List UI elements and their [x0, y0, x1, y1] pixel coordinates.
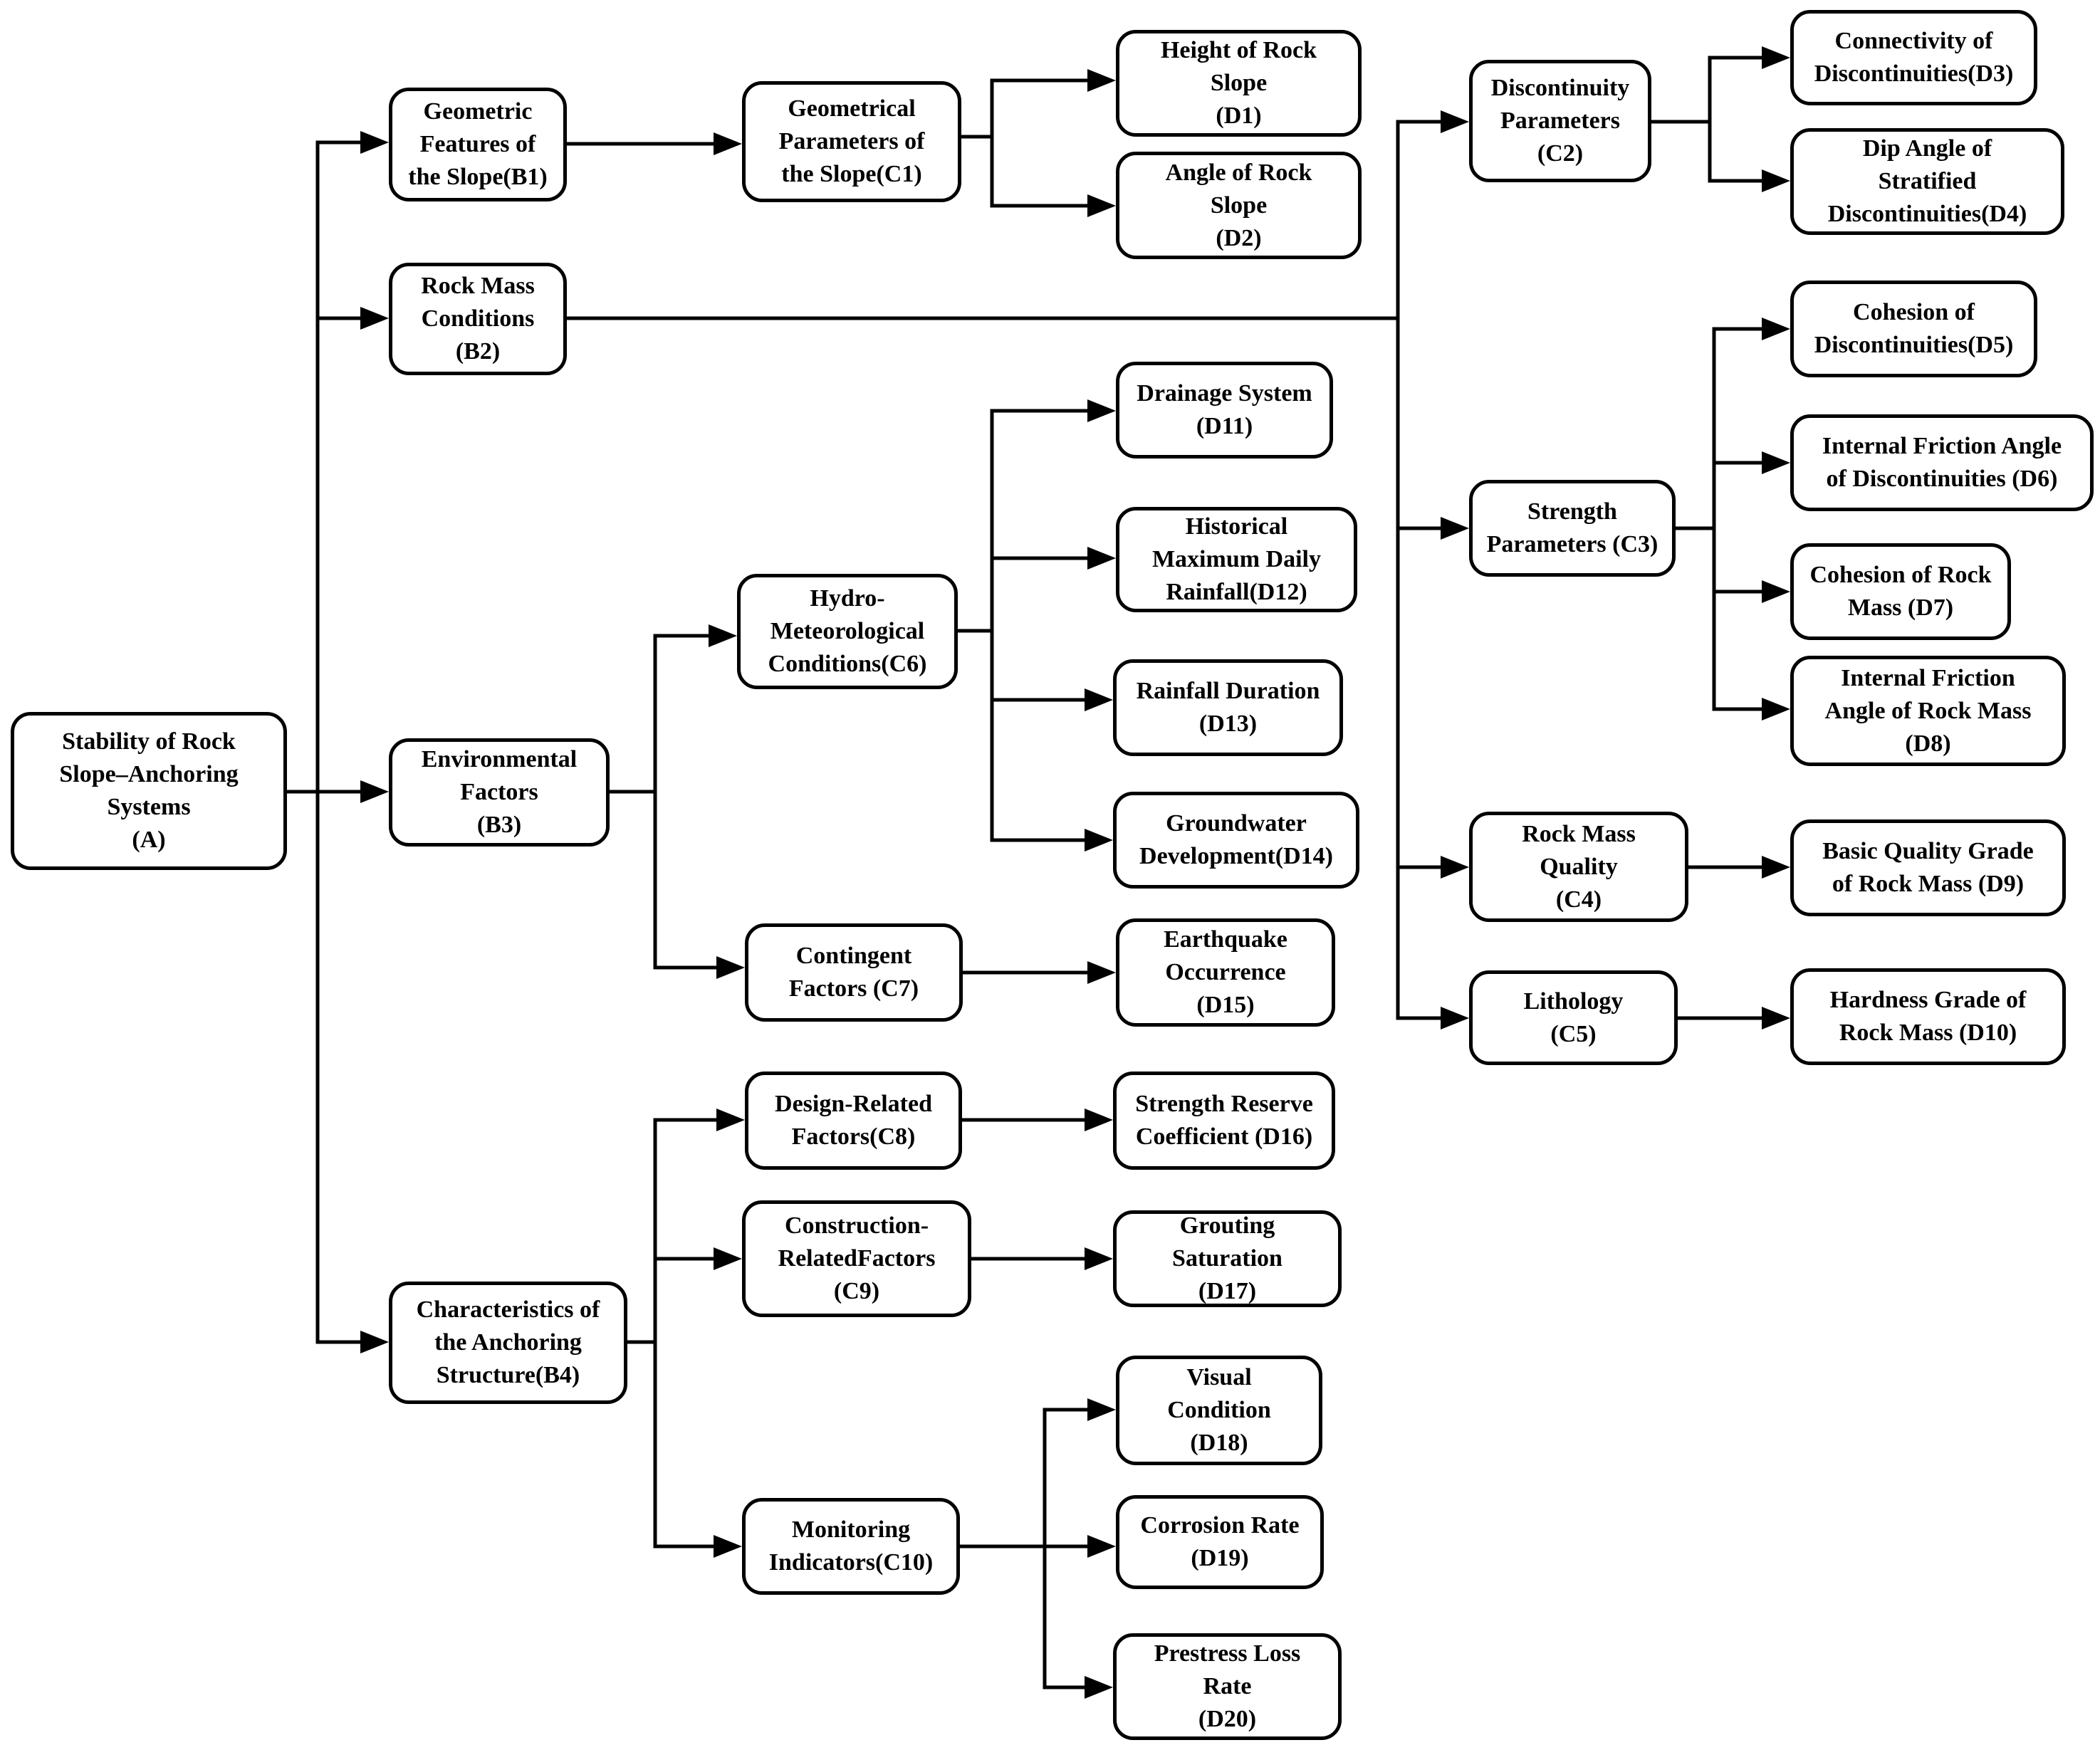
arrowhead	[1085, 1109, 1113, 1131]
node-D12: Historical Maximum Daily Rainfall(D12)	[1116, 507, 1357, 612]
arrowhead	[1762, 318, 1790, 340]
arrowhead	[716, 1109, 745, 1131]
node-D18: Visual Condition (D18)	[1116, 1356, 1322, 1465]
node-D5: Cohesion of Discontinuities(D5)	[1790, 281, 2037, 377]
arrowhead	[1762, 1007, 1790, 1029]
arrowhead	[1085, 829, 1113, 852]
arrowhead	[1441, 517, 1469, 540]
node-D10: Hardness Grade of Rock Mass (D10)	[1790, 968, 2066, 1065]
arrowhead	[360, 131, 389, 154]
node-C2: Discontinuity Parameters (C2)	[1469, 60, 1651, 182]
arrowhead	[1087, 194, 1116, 217]
arrowhead	[360, 780, 389, 803]
node-D4: Dip Angle of Stratified Discontinuities(…	[1790, 128, 2064, 235]
arrowhead	[1762, 580, 1790, 603]
arrowhead	[714, 132, 742, 155]
arrowhead	[714, 1535, 742, 1558]
arrowhead	[1441, 110, 1469, 133]
arrowhead	[1087, 69, 1116, 92]
node-D2: Angle of Rock Slope (D2)	[1116, 152, 1362, 259]
node-D8: Internal Friction Angle of Rock Mass (D8…	[1790, 656, 2066, 766]
node-C10: Monitoring Indicators(C10)	[742, 1498, 960, 1595]
arrowhead	[1441, 1007, 1469, 1029]
arrowhead	[1762, 169, 1790, 192]
node-B3: Environmental Factors (B3)	[389, 738, 610, 847]
arrowhead	[1087, 961, 1116, 984]
node-C4: Rock Mass Quality (C4)	[1469, 812, 1688, 922]
arrowhead	[709, 624, 737, 647]
arrowhead	[1085, 1676, 1113, 1699]
node-D15: Earthquake Occurrence (D15)	[1116, 918, 1335, 1027]
arrowhead	[1085, 1247, 1113, 1270]
arrowhead	[1087, 1398, 1116, 1421]
node-D6: Internal Friction Angle of Discontinuiti…	[1790, 414, 2094, 511]
node-B1: Geometric Features of the Slope(B1)	[389, 88, 567, 201]
node-A: Stability of Rock Slope–Anchoring System…	[11, 712, 287, 870]
arrowhead	[1762, 46, 1790, 69]
node-D17: Grouting Saturation (D17)	[1113, 1210, 1342, 1307]
node-C7: Contingent Factors (C7)	[745, 923, 963, 1022]
arrowhead	[360, 1331, 389, 1353]
node-B2: Rock Mass Conditions (B2)	[389, 263, 567, 375]
node-D16: Strength Reserve Coefficient (D16)	[1113, 1072, 1335, 1170]
node-D3: Connectivity of Discontinuities(D3)	[1790, 10, 2037, 105]
node-D9: Basic Quality Grade of Rock Mass (D9)	[1790, 819, 2066, 916]
node-D7: Cohesion of Rock Mass (D7)	[1790, 543, 2011, 640]
arrowhead	[1762, 856, 1790, 879]
node-D11: Drainage System (D11)	[1116, 362, 1333, 459]
node-D14: Groundwater Development(D14)	[1113, 792, 1359, 889]
arrowhead	[1087, 1535, 1116, 1558]
node-D19: Corrosion Rate (D19)	[1116, 1495, 1324, 1589]
arrowhead	[1085, 688, 1113, 711]
arrowhead	[1087, 399, 1116, 422]
node-C8: Design-Related Factors(C8)	[745, 1072, 962, 1170]
node-D13: Rainfall Duration (D13)	[1113, 659, 1343, 756]
node-C9: Construction- RelatedFactors (C9)	[742, 1200, 971, 1317]
node-C1: Geometrical Parameters of the Slope(C1)	[742, 81, 961, 202]
arrowhead	[1762, 451, 1790, 474]
arrowhead	[716, 956, 745, 979]
arrowhead	[1087, 547, 1116, 570]
node-C5: Lithology (C5)	[1469, 970, 1678, 1065]
arrowhead	[1441, 856, 1469, 879]
node-D1: Height of Rock Slope (D1)	[1116, 30, 1362, 137]
node-B4: Characteristics of the Anchoring Structu…	[389, 1282, 627, 1404]
arrowhead	[1762, 698, 1790, 721]
node-C6: Hydro- Meteorological Conditions(C6)	[737, 574, 958, 689]
arrowhead	[714, 1247, 742, 1270]
node-D20: Prestress Loss Rate (D20)	[1113, 1633, 1342, 1740]
node-C3: Strength Parameters (C3)	[1469, 480, 1676, 577]
arrowhead	[360, 307, 389, 330]
